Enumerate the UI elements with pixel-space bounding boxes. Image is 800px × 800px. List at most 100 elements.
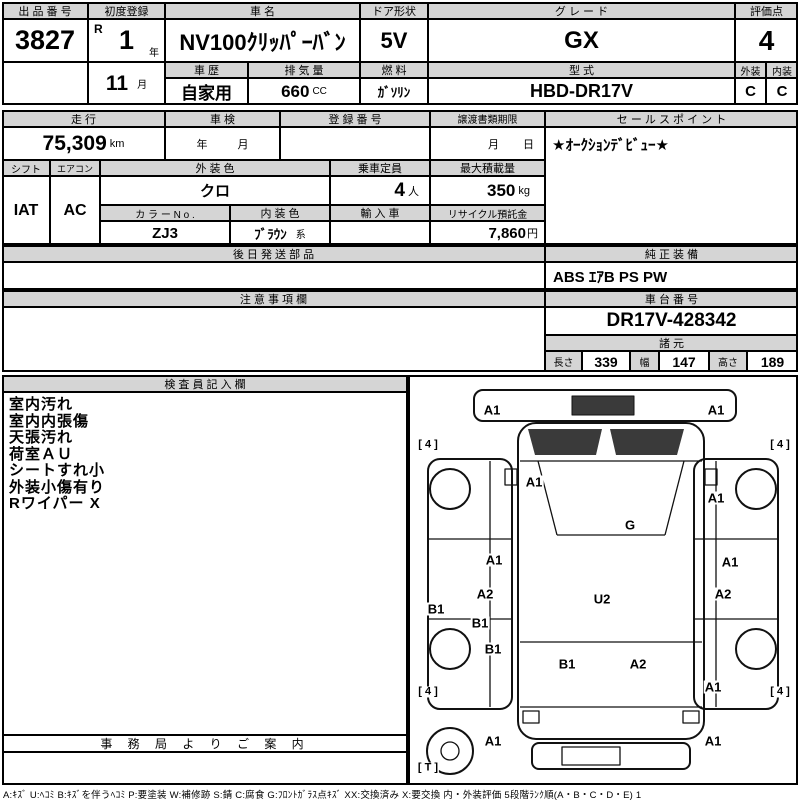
damage-mark: B1 — [557, 656, 577, 672]
damage-mark: B1 — [483, 641, 503, 657]
fuel-label: 燃 料 — [360, 62, 428, 78]
damage-mark: A1 — [482, 402, 502, 418]
car-name-label: 車 名 — [165, 2, 360, 19]
shift-label: シフト — [2, 160, 50, 176]
cautions-label: 注 意 事 項 欄 — [2, 290, 545, 307]
transfer-deadline-cell: 月 日 — [430, 127, 545, 160]
inspector-note-line: 室内内張傷 — [9, 412, 90, 430]
era-code: R — [94, 22, 103, 36]
first-registration-year-cell: R 1 年 — [88, 19, 165, 62]
sales-point-value: ★ｵｰｸｼｮﾝﾃﾞﾋﾞｭｰ★ — [545, 127, 798, 245]
displacement-label: 排 気 量 — [248, 62, 360, 78]
damage-mark: A1 — [703, 733, 723, 749]
first-registration-month-cell: 11 月 — [88, 62, 165, 105]
length-label: 長さ — [545, 351, 582, 372]
model-code-label: 型 式 — [428, 62, 735, 78]
mileage-label: 走 行 — [2, 110, 165, 127]
inspection-value-cell: 年 月 — [165, 127, 280, 160]
recycle-deposit-value: 7,860 — [488, 224, 526, 242]
score-label: 評価点 — [735, 2, 798, 19]
inspector-note-line: 天張汚れ — [9, 429, 74, 446]
height-label: 高さ — [709, 351, 747, 372]
chassis-number-value: DR17V-428342 — [545, 307, 798, 335]
mileage-unit: km — [109, 137, 125, 150]
max-load-value: 350 — [487, 180, 516, 200]
office-notice-blank — [2, 752, 408, 785]
cautions-value — [2, 307, 545, 372]
inspector-note-line: 荷室ＡＵ — [9, 445, 74, 463]
score-value: 4 — [735, 19, 798, 62]
sales-point-label: セ ー ル ス ポ イ ン ト — [545, 110, 798, 127]
exterior-color-label: 外 装 色 — [100, 160, 330, 176]
first-reg-year: 1 — [118, 25, 135, 55]
damage-mark: A2 — [713, 586, 733, 602]
displacement-unit: CC — [312, 86, 327, 97]
tire-info-mark: [ T ] — [416, 761, 440, 774]
tire-info-mark: [ 4 ] — [769, 685, 791, 698]
recycle-deposit-unit: 円 — [527, 228, 538, 240]
damage-mark: A1 — [706, 490, 726, 506]
registration-number-value — [280, 127, 430, 160]
import-car-value — [330, 221, 430, 245]
chassis-number-label: 車 台 番 号 — [545, 290, 798, 307]
grade-label: グ レ ー ド — [428, 2, 735, 19]
transfer-day-placeholder: 日 — [523, 138, 534, 151]
first-registration-label: 初度登録 — [88, 2, 165, 19]
grade-value: GX — [428, 19, 735, 62]
capacity-label: 乗車定員 — [330, 160, 430, 176]
damage-mark: A2 — [628, 656, 648, 672]
year-unit: 年 — [149, 48, 159, 59]
car-history-label: 車 歴 — [165, 62, 248, 78]
interior-color-cell: ﾌﾞﾗｳﾝ 系 — [230, 221, 330, 245]
damage-mark: B1 — [426, 601, 446, 617]
inspector-section-label: 検 査 員 記 入 欄 — [2, 375, 408, 392]
car-outline-svg — [426, 389, 779, 775]
displacement-value-cell: 660 CC — [248, 78, 360, 105]
genuine-equipment-label: 純 正 装 備 — [545, 245, 798, 262]
damage-code-legend: A:ｷｽﾞ U:ﾍｺﾐ B:ｷｽﾞを伴うﾍｺﾐ P:要塗装 W:補修跡 S:錆 … — [3, 790, 642, 800]
import-car-label: 輸 入 車 — [330, 205, 430, 221]
fuel-value: ｶﾞｿﾘﾝ — [360, 78, 428, 105]
interior-color-value: ﾌﾞﾗｳﾝ — [254, 226, 287, 242]
car-name-value: NV100ｸﾘｯﾊﾟｰﾊﾞﾝ — [165, 19, 360, 62]
damage-mark: A1 — [484, 552, 504, 568]
exterior-grade-label: 外装 — [735, 62, 766, 78]
max-load-label: 最大積載量 — [430, 160, 545, 176]
later-parts-label: 後 日 発 送 部 品 — [2, 245, 545, 262]
height-value: 189 — [747, 351, 798, 372]
displacement-value: 660 — [281, 81, 310, 101]
inspection-year-placeholder: 年 — [196, 138, 208, 151]
tire-info-mark: [ 4 ] — [417, 685, 439, 698]
width-label: 幅 — [630, 351, 659, 372]
model-code-value: HBD-DR17V — [428, 78, 735, 105]
mileage-value-cell: 75,309 km — [2, 127, 165, 160]
registration-number-label: 登 録 番 号 — [280, 110, 430, 127]
damage-mark: A1 — [483, 733, 503, 749]
recycle-deposit-cell: 7,860 円 — [430, 221, 545, 245]
capacity-value: 4 — [394, 179, 405, 201]
month-unit: 月 — [137, 80, 148, 91]
exhibit-no-blank-cell — [2, 62, 88, 105]
exhibit-no-value: 3827 — [2, 19, 88, 62]
inspection-month-placeholder: 月 — [237, 138, 249, 151]
inspection-label: 車 検 — [165, 110, 280, 127]
damage-mark: B1 — [470, 615, 490, 631]
damage-mark: A1 — [524, 474, 544, 490]
damage-mark: A2 — [475, 586, 495, 602]
color-no-value: ZJ3 — [100, 221, 230, 245]
door-shape-value: 5V — [360, 19, 428, 62]
length-value: 339 — [582, 351, 630, 372]
inspector-note-line: シートすれ小 — [9, 462, 106, 479]
capacity-cell: 4 人 — [330, 176, 430, 205]
damage-mark: G — [623, 517, 637, 533]
damage-mark: A1 — [720, 554, 740, 570]
tire-info-mark: [ 4 ] — [417, 438, 439, 451]
transfer-month-placeholder: 月 — [488, 138, 499, 151]
tire-info-mark: [ 4 ] — [769, 438, 791, 451]
capacity-unit: 人 — [408, 185, 419, 198]
interior-color-unit: 系 — [295, 229, 306, 241]
